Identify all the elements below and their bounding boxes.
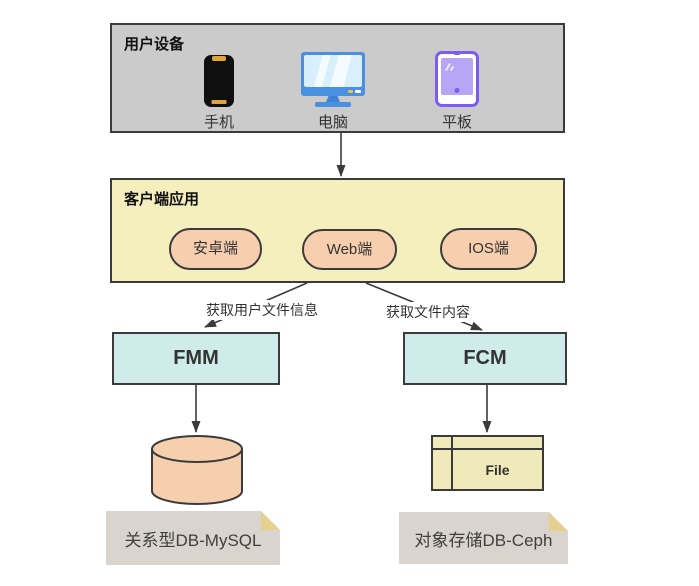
note-fold-corner: [261, 511, 280, 530]
monitor-led-white: [355, 90, 361, 93]
ceph-file-node: File: [431, 435, 544, 491]
desktop-computer-icon: [301, 52, 365, 107]
ceph-note-label: 对象存储DB-Ceph: [414, 530, 553, 550]
mysql-database-cylinder: [151, 435, 243, 505]
phone-notch: [212, 56, 226, 61]
monitor-stand-neck: [326, 96, 340, 102]
monitor-stand-base: [315, 102, 351, 107]
tablet-camera: [454, 53, 460, 55]
tablet-icon: [435, 51, 479, 107]
phone-label: 手机: [203, 114, 234, 131]
device-phone: 手机: [174, 50, 264, 132]
fmm-edge-label: 获取用户文件信息: [204, 300, 320, 320]
computer-icon-zone: [288, 50, 378, 107]
cylinder-top: [151, 435, 243, 463]
monitor-frame: [301, 52, 365, 96]
tablet-icon-zone: [412, 50, 502, 107]
computer-label: 电脑: [317, 114, 348, 131]
client-apps-title: 客户端应用: [124, 191, 200, 208]
file-node-label: File: [485, 461, 510, 478]
mysql-note: 关系型DB-MySQL: [106, 511, 280, 565]
phone-icon-zone: [174, 50, 264, 107]
smartphone-icon: [204, 55, 234, 107]
android-client-node: 安卓端: [169, 228, 262, 270]
device-tablet: 平板: [412, 50, 502, 132]
monitor-led-yellow: [348, 90, 353, 93]
note-fold-corner: [549, 512, 568, 531]
tablet-home-button: [454, 88, 460, 93]
monitor-screen: [304, 55, 362, 87]
fcm-service-node: FCM: [403, 332, 567, 385]
client-apps-group: 客户端应用 安卓端 Web端 IOS端: [110, 178, 565, 283]
ios-client-node: IOS端: [440, 228, 537, 270]
ceph-note: 对象存储DB-Ceph: [399, 512, 568, 564]
fcm-edge-label: 获取文件内容: [384, 302, 472, 322]
tablet-screen: [441, 58, 473, 95]
device-computer: 电脑: [288, 50, 378, 132]
file-node-vertical-divider: [451, 437, 453, 489]
user-devices-title: 用户设备: [124, 36, 185, 53]
fmm-service-node: FMM: [112, 332, 280, 385]
web-client-node: Web端: [302, 229, 397, 270]
cylinder-body: [151, 449, 243, 505]
tablet-label: 平板: [441, 114, 472, 131]
user-devices-group: 用户设备 手机: [110, 23, 565, 133]
database-cylinder-icon: [151, 435, 243, 505]
phone-home-bar: [211, 100, 227, 104]
tablet-screen-glare: [449, 65, 455, 72]
mysql-note-label: 关系型DB-MySQL: [124, 530, 262, 550]
file-node-horizontal-divider: [433, 448, 542, 450]
